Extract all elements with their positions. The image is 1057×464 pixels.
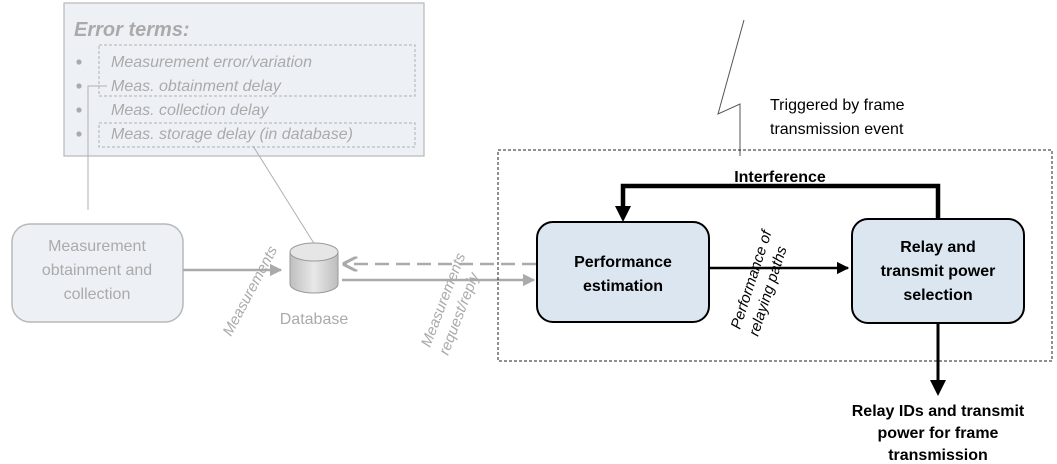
bullet — [76, 83, 82, 89]
error-term-item: Meas. collection delay — [111, 102, 269, 119]
lightning-trigger-icon — [717, 19, 745, 156]
bullet — [76, 59, 82, 65]
trigger-label-line: transmission event — [770, 121, 904, 138]
trigger-label-line: Triggered by frame — [770, 97, 905, 114]
interference-arrowhead — [615, 206, 631, 222]
interference-label: Interference — [734, 169, 826, 186]
output-arrowhead — [930, 380, 946, 396]
error-terms-group-box — [98, 44, 416, 97]
output-label-line: power for frame — [878, 425, 999, 442]
error-terms-title: Error terms: — [74, 19, 190, 41]
measurements-label: Measurements — [220, 243, 282, 339]
error-term-item: Meas. obtainment delay — [111, 78, 282, 95]
output-label-line: transmission — [888, 447, 988, 464]
performance-estimation-box: Performance estimation — [536, 221, 710, 323]
error-term-item: Meas. storage delay (in database) — [111, 126, 353, 143]
relay-selection-box: Relay and transmit power selection — [851, 218, 1025, 324]
relay-box-line: transmit power — [881, 263, 996, 280]
measurement-obtainment-box: Measurement obtainment and collection — [11, 223, 184, 323]
trigger-scope-boundary — [497, 149, 1053, 362]
measurement-box-line: collection — [64, 286, 131, 303]
relay-box-line: Relay and — [900, 239, 976, 256]
interference-loop-line — [620, 183, 941, 220]
relay-box-line: selection — [903, 287, 972, 304]
bullet — [76, 131, 82, 137]
performance-box-line: Performance — [574, 254, 672, 271]
performance-box-line: estimation — [583, 278, 663, 295]
error-terms-background — [63, 2, 425, 157]
storage-delay-box — [98, 122, 416, 148]
bullet — [76, 107, 82, 113]
measurement-box-line: Measurement — [48, 238, 146, 255]
error-term-item: Measurement error/variation — [111, 54, 312, 71]
callout-line-database — [252, 145, 316, 246]
database-label: Database — [280, 311, 349, 328]
callout-line-measurement — [87, 85, 107, 210]
error-terms-panel: Error terms: Measurement error/variation… — [63, 2, 425, 157]
database-icon — [289, 242, 339, 294]
output-label-line: Relay IDs and transmit — [852, 403, 1025, 420]
measurement-box-line: obtainment and — [42, 262, 152, 279]
